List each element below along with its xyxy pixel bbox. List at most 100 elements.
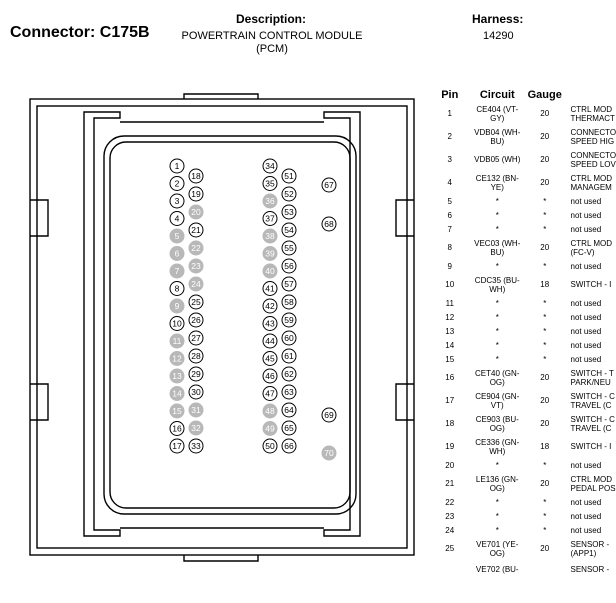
function-cell: CTRL MOD MANAGEM xyxy=(570,173,612,192)
pin-cavity-63: 63 xyxy=(281,384,297,400)
pin-cavity-69: 69 xyxy=(321,407,337,423)
pin-cell: 24 xyxy=(445,525,455,535)
circuit-cell: * xyxy=(495,460,499,470)
pin-cell: 10 xyxy=(445,280,455,289)
pin-cavity-36: 36 xyxy=(262,193,278,209)
pin-cavity-20: 20 xyxy=(188,204,204,220)
pin-cavity-13: 13 xyxy=(169,368,185,384)
circuit-cell: VDB05 (WH) xyxy=(474,155,521,164)
connector-inner-shell xyxy=(36,105,408,549)
circuit-cell: * xyxy=(495,298,499,308)
pin-number: 10 xyxy=(172,319,182,329)
pin-cavity-11: 11 xyxy=(169,333,185,349)
pin-cavity-45: 45 xyxy=(262,351,278,366)
function-cell: SWITCH - C TRAVEL (C xyxy=(570,414,615,433)
circuit-cell: LE136 (GN-OG) xyxy=(475,474,519,493)
pin-cell: 23 xyxy=(445,511,455,521)
circuit-cell: VE702 (BU- xyxy=(475,565,519,574)
left-latch xyxy=(30,199,49,237)
table-row: 6**not used xyxy=(426,208,616,222)
circuit-cell: VE701 (YE-OG) xyxy=(476,539,519,558)
pin-cavity-21: 21 xyxy=(188,222,204,238)
function-cell: not used xyxy=(570,210,602,220)
pin-number: 38 xyxy=(265,231,275,241)
pin-cavity-54: 54 xyxy=(281,222,297,238)
pin-cell: 11 xyxy=(445,298,454,308)
table-row: 19 CE336 (GN-WH) 18 SWITCH - I xyxy=(426,435,616,458)
function-cell: not used xyxy=(570,326,602,336)
pin-number: 40 xyxy=(265,266,275,276)
pin-cavity-70: 70 xyxy=(321,445,337,461)
pin-cavity-49: 49 xyxy=(262,421,278,436)
pin-cavity-47: 47 xyxy=(262,386,278,401)
pin-cavity-27: 27 xyxy=(188,330,204,346)
pin-cavity-55: 55 xyxy=(281,240,297,256)
pin-cavity-37: 37 xyxy=(262,211,278,226)
bottom-latch-tab xyxy=(183,555,259,562)
pin-cavity-34: 34 xyxy=(262,158,278,174)
pin-cavity-7: 7 xyxy=(169,263,185,279)
pin-cell: 12 xyxy=(445,312,455,322)
gauge-cell: 18 xyxy=(540,442,550,451)
pin-cell: 18 xyxy=(445,419,455,428)
gauge-cell: * xyxy=(543,354,547,364)
circuit-cell: * xyxy=(495,354,499,364)
pin-number: 67 xyxy=(324,180,334,190)
pin-cavity-50: 50 xyxy=(262,438,278,454)
pin-cavity-22: 22 xyxy=(188,240,204,256)
pin-number: 68 xyxy=(324,219,334,229)
pin-number: 41 xyxy=(265,284,275,294)
circuit-cell: CE336 (GN-WH) xyxy=(475,437,520,456)
pin-cavity-38: 38 xyxy=(262,228,278,244)
function-cell: SWITCH - I xyxy=(570,442,612,451)
pin-cavity-48: 48 xyxy=(262,403,278,419)
pin-cell: 19 xyxy=(445,442,455,451)
pin-cavity-4: 4 xyxy=(169,211,185,226)
function-cell: not used xyxy=(570,196,602,206)
pin-number: 22 xyxy=(191,243,201,253)
pin-number: 46 xyxy=(265,371,275,381)
pin-cavity-6: 6 xyxy=(169,246,185,261)
pin-number: 27 xyxy=(191,333,201,343)
pin-cavity-10: 10 xyxy=(169,316,185,331)
pin-number: 53 xyxy=(284,207,294,217)
gauge-cell: * xyxy=(543,511,547,521)
pin-number: 49 xyxy=(265,424,275,434)
pin-cell: 7 xyxy=(447,224,452,234)
pin-number: 62 xyxy=(284,369,294,379)
gauge-cell: * xyxy=(543,261,547,271)
pin-cell: 1 xyxy=(447,109,452,118)
pin-number: 32 xyxy=(191,423,201,433)
circuit-column-header: Circuit xyxy=(479,89,515,101)
function-cell: SENSOR - xyxy=(570,565,610,574)
pin-number: 2 xyxy=(175,179,180,189)
pin-cavity-53: 53 xyxy=(281,204,297,220)
pin-number: 15 xyxy=(172,406,182,416)
circuit-cell: * xyxy=(495,340,499,350)
pin-cell: 22 xyxy=(445,497,455,507)
circuit-cell: CDC35 (BU-WH) xyxy=(474,275,520,294)
function-cell: SWITCH - C TRAVEL (C xyxy=(570,391,615,410)
pin-number: 11 xyxy=(173,336,182,346)
table-row: 9**not used xyxy=(426,259,616,273)
function-cell: not used xyxy=(570,224,602,234)
circuit-cell: * xyxy=(495,525,499,535)
pin-cell: 6 xyxy=(447,210,452,220)
function-cell: CTRL MOD (FC-V) xyxy=(570,238,612,257)
pin-cavity-2: 2 xyxy=(169,176,185,191)
pin-cell: 15 xyxy=(445,354,455,364)
pin-cavity-59: 59 xyxy=(281,312,297,328)
gauge-cell xyxy=(521,560,569,579)
circuit-cell: CE904 (GN-VT) xyxy=(475,391,520,410)
pin-cavity-29: 29 xyxy=(188,366,204,382)
pin-cell xyxy=(426,560,474,579)
pin-cavity-61: 61 xyxy=(281,348,297,364)
